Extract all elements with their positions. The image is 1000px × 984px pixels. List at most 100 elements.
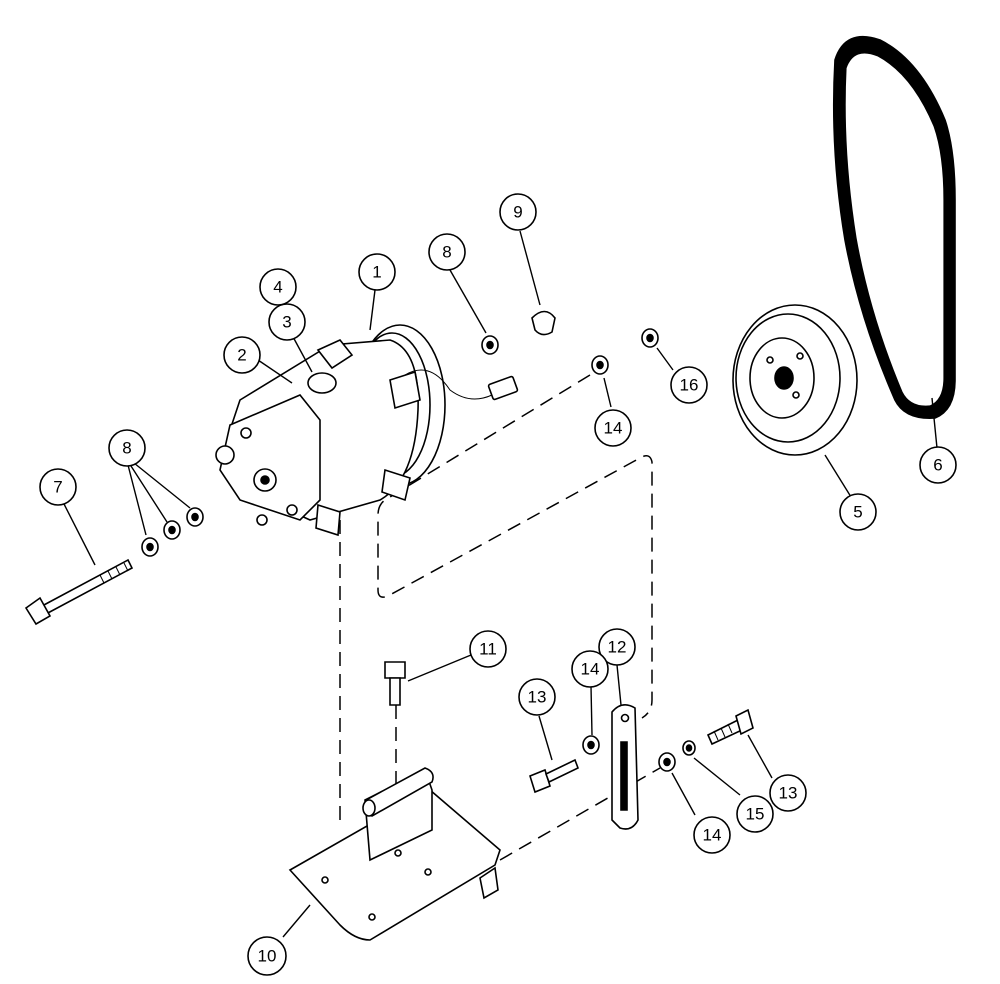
nut-16-hole [646,333,654,343]
dash-loop [377,374,653,719]
leader-11 [407,654,472,682]
washer-14-mid-hole [587,740,595,750]
svg-text:14: 14 [604,419,623,438]
callout-8-lower: 8 [108,429,146,467]
leader-10 [282,904,311,938]
compressor-bolt-head [286,504,298,516]
svg-text:11: 11 [479,640,497,659]
bracket-hole [321,876,329,884]
washer-8-hole [168,525,176,535]
leader-14b [590,685,593,736]
pulley-hole [796,352,804,360]
washers-8-group [141,507,204,557]
washer-14-low-hole [663,757,671,767]
callout-16: 16 [670,366,708,404]
bolt-13-left [529,758,580,794]
drive-belt [832,35,956,419]
leader-13b [747,734,773,779]
bolt-11-head [384,661,406,679]
strap-hardware [582,708,754,772]
svg-text:9: 9 [513,203,522,222]
leader-12 [616,664,622,706]
compressor-front-plate [219,394,321,521]
pulley-hole [792,391,800,399]
bolt-13-left-shank [544,758,580,784]
leader-7 [63,503,96,566]
callout-14-low: 14 [693,816,731,854]
callouts: 1 2 3 4 5 6 7 8 8 9 10 11 12 13 13 14 14… [39,193,957,976]
compressor-bottom-ear [381,468,411,502]
svg-text:16: 16 [680,376,699,395]
svg-text:1: 1 [372,263,381,282]
compressor-wire [404,369,493,400]
pulley-hole [766,356,774,364]
callout-8-upper: 8 [428,233,466,271]
compressor [215,324,519,537]
long-bolt-thread [99,562,129,584]
bracket-hole [394,849,402,857]
mounting-bracket [288,767,501,941]
callout-13-right: 13 [769,774,807,812]
bolt-11-shank [389,677,401,706]
svg-text:7: 7 [53,478,62,497]
compressor-mount-ear [315,503,341,537]
compressor-connector [487,375,519,401]
bolt-13-right-head [735,708,754,736]
compressor-bolt-head [256,514,268,526]
svg-text:13: 13 [779,784,798,803]
callout-15: 15 [736,795,774,833]
svg-text:8: 8 [122,439,131,458]
callout-13-left: 13 [518,678,556,716]
lockwasher-15-hole [685,744,693,752]
washer-14-upper-hole [596,360,604,370]
pulley [732,304,858,456]
dash-bracket-to-washer [499,767,661,861]
bracket-tube-end [362,799,376,817]
bolt-13-left-head [529,768,551,794]
svg-text:14: 14 [581,660,600,679]
svg-text:3: 3 [282,313,291,332]
leader-14c [671,772,696,816]
leader-8b [449,269,487,334]
callout-11: 11 [469,630,507,668]
leader-13a [538,715,553,761]
long-bolt-head [24,596,52,626]
callout-12: 12 [598,628,636,666]
leader-16 [656,347,674,371]
washer-8-upper-hole [486,340,494,350]
svg-text:2: 2 [237,346,246,365]
callout-1: 1 [358,253,396,291]
long-bolt [24,558,134,626]
bracket-base [288,789,501,941]
callout-14-mid: 14 [571,650,609,688]
leader-9 [519,230,541,306]
callout-4: 4 [259,268,297,306]
svg-text:10: 10 [258,947,277,966]
compressor-port-upper [215,445,235,465]
callout-7: 7 [39,468,77,506]
bracket-tab [479,866,499,900]
strap-slot [620,741,628,811]
washer-8-hole [191,512,199,522]
callout-6: 6 [919,446,957,484]
compressor-top-ear [316,339,354,370]
svg-text:4: 4 [273,278,282,297]
washer-8-hole [146,542,154,552]
svg-text:12: 12 [608,638,627,657]
leader-14a [603,377,612,408]
belt-inner [844,52,945,407]
bracket-hole [368,913,376,921]
leader-6 [931,397,938,449]
callout-14-upper: 14 [594,409,632,447]
pulley-bore [774,366,794,390]
bolt-13-right-shank [706,718,744,746]
adjust-strap [611,704,639,830]
bolt-13-right-thread [713,723,733,741]
leader-2 [257,359,293,384]
leader-15 [693,757,741,796]
callout-10: 10 [247,936,287,976]
strap-hole [620,713,630,723]
svg-text:15: 15 [746,805,765,824]
callout-3: 3 [268,303,306,341]
